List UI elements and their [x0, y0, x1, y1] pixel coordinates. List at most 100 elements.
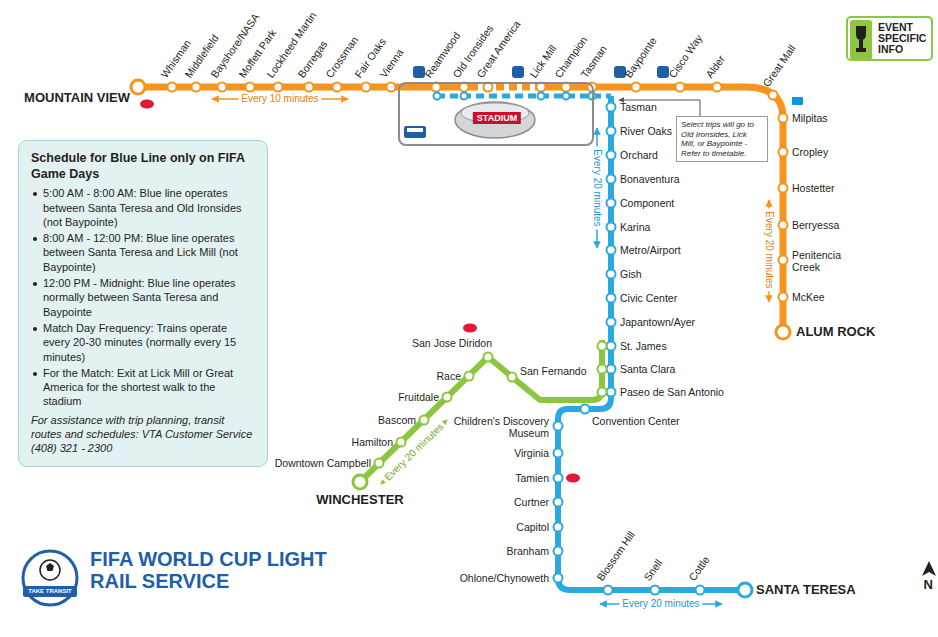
station-dot	[607, 365, 616, 374]
station-dot	[696, 586, 705, 595]
terminal-label: MOUNTAIN VIEW	[24, 91, 130, 106]
station-label: Karina	[620, 221, 650, 233]
station-dot	[607, 246, 616, 255]
station-dot	[563, 93, 570, 100]
station-dot	[465, 372, 474, 381]
bus-window	[407, 128, 423, 132]
station-dot	[632, 83, 641, 92]
station-label: Metro/Airport	[620, 244, 681, 256]
station-dot	[779, 148, 788, 157]
station-dot	[246, 83, 255, 92]
station-label: Penitencia Creek	[792, 249, 862, 273]
station-label: Cisco Way	[666, 32, 704, 80]
station-dot	[387, 83, 396, 92]
station-label: Downtown Campbell	[275, 457, 371, 469]
station-label: Ohlone/Chynoweth	[460, 572, 549, 584]
logo-band	[23, 586, 77, 597]
bus-icon	[404, 126, 426, 138]
stadium-box: STADIUM	[398, 82, 594, 146]
badge-text: EVENT SPECIFIC INFO	[878, 22, 926, 55]
station-dot	[554, 449, 563, 458]
soccer-ball-patch	[46, 563, 54, 571]
caltrain-logo	[566, 474, 580, 483]
blue-line-dashed	[437, 94, 611, 99]
schedule-item: For the Match: Exit at Lick Mill or Grea…	[31, 366, 255, 409]
station-dot	[305, 83, 314, 92]
station-label: Alder	[703, 53, 727, 80]
station-label: Orchard	[620, 149, 658, 161]
panel-note: For assistance with trip planning, trans…	[31, 413, 255, 456]
orange-line-dashed	[470, 84, 541, 91]
station-dot	[779, 293, 788, 302]
station-dot	[779, 114, 788, 123]
bart-logo	[792, 97, 803, 105]
station-dot	[554, 474, 563, 483]
station-dot	[607, 270, 616, 279]
schedule-item: Match Day Frequency: Trains operate ever…	[31, 321, 255, 364]
station-label: Milpitas	[792, 112, 828, 124]
callout-box: Select trips will go to Old Ironsides, L…	[676, 116, 768, 162]
station-label: Bonaventura	[620, 173, 680, 185]
station-dot	[192, 83, 201, 92]
event-icon	[850, 20, 872, 60]
north-arrow	[922, 561, 936, 576]
station-dot	[607, 151, 616, 160]
station-dot	[676, 83, 685, 92]
station-label: Children's Discovery Museum	[439, 415, 549, 439]
station-label: Great Mall	[760, 42, 798, 89]
station-dot	[607, 294, 616, 303]
schedule-item: 12:00 PM - Midnight: Blue line operates …	[31, 276, 255, 319]
terminal-label: WINCHESTER	[316, 493, 403, 508]
station-label: Convention Center	[592, 415, 680, 427]
station-dot	[554, 523, 563, 532]
station-dot	[461, 93, 468, 100]
compass-label: N	[924, 578, 933, 593]
frequency-label: Every 20 minutes	[619, 598, 702, 610]
station-dot	[779, 184, 788, 193]
station-label: Cropley	[792, 146, 828, 158]
orange-line	[138, 84, 470, 91]
callout-note: Select trips will go to Old Ironsides, L…	[681, 120, 763, 158]
station-dot	[168, 83, 177, 92]
station-dot	[598, 388, 607, 397]
schedule-item: 5:00 AM - 8:00 AM: Blue line operates be…	[31, 186, 255, 229]
station-label: Bascom	[378, 414, 416, 426]
frequency-label: Every 20 minutes	[591, 146, 603, 229]
station-dot	[738, 583, 752, 597]
station-dot	[651, 586, 660, 595]
station-dot	[362, 83, 371, 92]
station-label: Fruitdale	[398, 391, 439, 403]
logo-text: TAKE TRANSIT	[28, 588, 72, 595]
station-dot	[776, 325, 790, 339]
callout-leader	[619, 100, 700, 116]
station-label: Tamien	[515, 472, 549, 484]
transit-logo	[23, 551, 77, 605]
station-label: Branham	[506, 545, 549, 557]
station-dot	[333, 83, 342, 92]
station-dot	[554, 422, 563, 431]
orange-line	[541, 87, 783, 332]
station-label: Baypointe	[622, 35, 659, 80]
station-label: Japantown/Ayer	[620, 316, 695, 328]
soccer-ball	[40, 560, 60, 580]
station-dot	[538, 93, 545, 100]
station-dot	[607, 199, 616, 208]
terminal-label: ALUM ROCK	[796, 325, 875, 340]
station-dot	[443, 393, 452, 402]
event-badge: EVENT SPECIFIC INFO	[846, 16, 933, 61]
station-dot	[508, 373, 517, 382]
station-dot	[607, 223, 616, 232]
station-label: Capitol	[516, 521, 549, 533]
station-dot	[589, 93, 596, 100]
station-dot	[554, 547, 563, 556]
station-dot	[607, 127, 616, 136]
station-label: Virginia	[514, 447, 549, 459]
station-label: San Jose Diridon	[412, 337, 492, 349]
station-dot	[554, 574, 563, 583]
stadium-roof	[461, 103, 529, 123]
station-dot	[484, 353, 493, 362]
station-dot	[131, 80, 145, 94]
station-dot	[598, 342, 607, 351]
panel-heading: Schedule for Blue Line only on FIFA Game…	[31, 151, 255, 182]
train-icon	[512, 66, 524, 78]
